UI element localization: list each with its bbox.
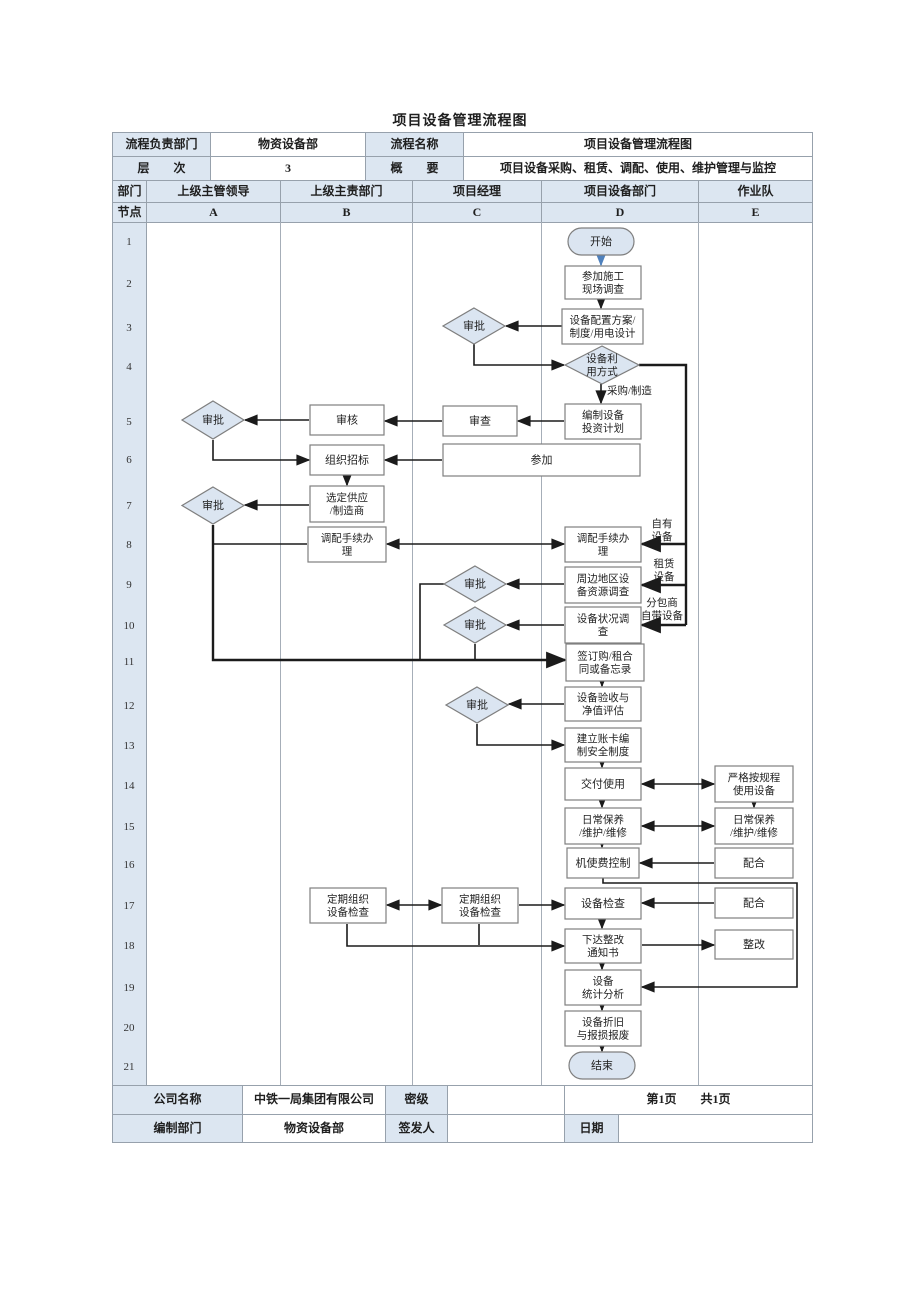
page-title: 项目设备管理流程图 [392,114,528,129]
footer-date-value [618,1114,813,1143]
footer-secrecy-label: 密级 [385,1085,448,1115]
info-process-owner-label: 流程负责部门 [112,132,211,157]
flow-lane-area [146,222,813,1086]
lane-dept-a: 上级主管领导 [146,180,281,203]
footer-company-value: 中铁一局集团有限公司 [242,1085,386,1115]
lane-divider-ab [280,222,281,1085]
footer-dept-label: 编制部门 [112,1114,243,1143]
footer-date-label: 日期 [564,1114,619,1143]
lane-node-c: C [412,202,542,223]
lane-dept-d: 项目设备部门 [541,180,699,203]
info-process-name-label: 流程名称 [365,132,464,157]
lane-node-b: B [280,202,413,223]
footer-page-info: 第1页 共1页 [564,1085,813,1115]
lane-divider-cd [541,222,542,1085]
info-level-value: 3 [210,156,366,181]
row-number-column [112,222,147,1086]
lane-node-e: E [698,202,813,223]
info-process-name-value: 项目设备管理流程图 [463,132,813,157]
footer-secrecy-value [447,1085,565,1115]
lane-dept-c: 项目经理 [412,180,542,203]
info-level-label: 层 次 [112,156,211,181]
dept-row-label: 部门 [112,180,147,203]
lane-node-a: A [146,202,281,223]
info-summary-label: 概 要 [365,156,464,181]
info-summary-value: 项目设备采购、租赁、调配、使用、维护管理与监控 [463,156,813,181]
lane-dept-b: 上级主责部门 [280,180,413,203]
info-process-owner-value: 物资设备部 [210,132,366,157]
footer-dept-value: 物资设备部 [242,1114,386,1143]
footer-company-label: 公司名称 [112,1085,243,1115]
lane-dept-e: 作业队 [698,180,813,203]
footer-signer-label: 签发人 [385,1114,448,1143]
lane-divider-bc [412,222,413,1085]
lane-node-d: D [541,202,699,223]
node-row-label: 节点 [112,202,147,223]
footer-signer-value [447,1114,565,1143]
lane-divider-de [698,222,699,1085]
